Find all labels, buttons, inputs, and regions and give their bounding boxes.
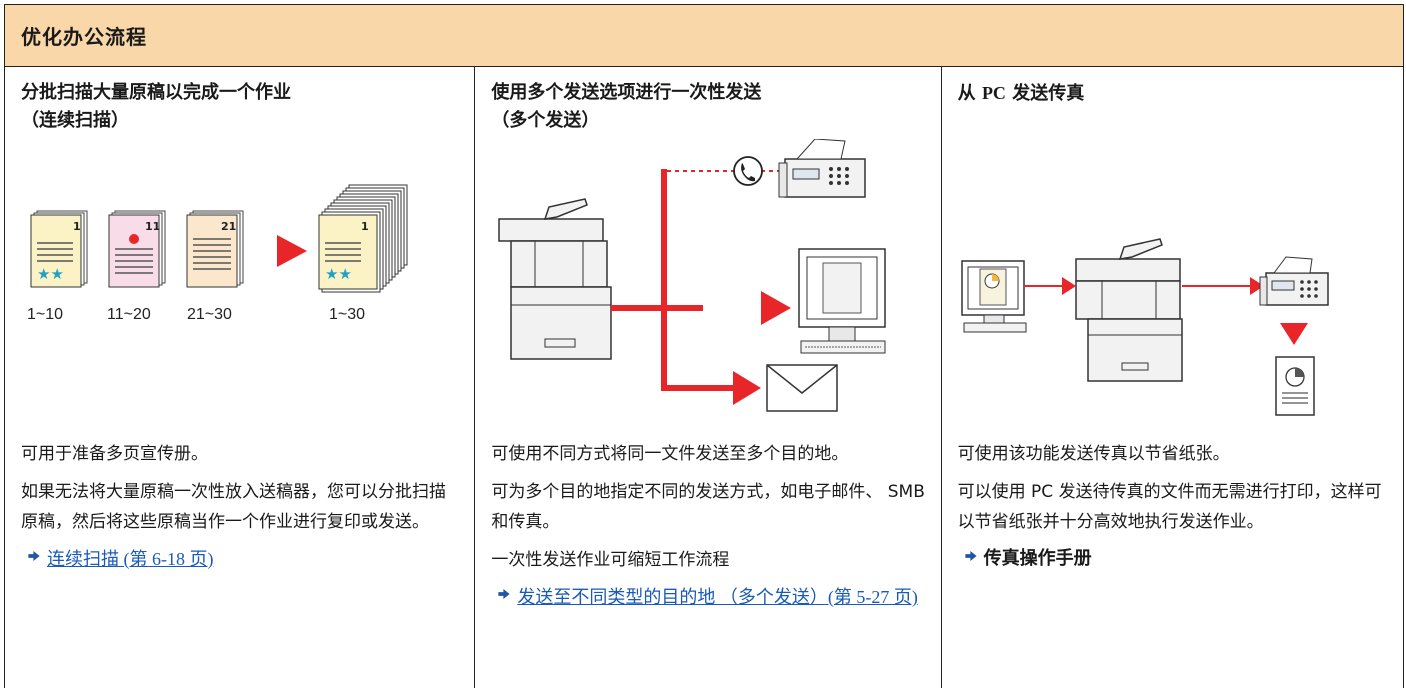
computer-monitor-icon (798, 248, 887, 354)
column-body: 可使用该功能发送传真以节省纸张。 可以使用 PC 发送待传真的文件而无需进行打印… (958, 439, 1389, 573)
svg-text:11: 11 (145, 220, 160, 233)
description-text: 如果无法将大量原稿一次性放入送稿器，您可以分批扫描原稿，然后将这些原稿当作一个作… (21, 482, 446, 532)
multi-sending-illustration (498, 139, 887, 412)
continuous-scan-link[interactable]: 连续扫描 (第 6-18 页) (47, 549, 214, 569)
document-page-icon (1274, 356, 1315, 416)
description-text: 可使用不同方式将同一文件发送至多个目的地。 (491, 444, 849, 464)
feature-table: 优化办公流程 分批扫描大量原稿以完成一个作业 （连续扫描） 1 (4, 4, 1404, 688)
column-continuous-scan: 分批扫描大量原稿以完成一个作业 （连续扫描） 1 ★★ (5, 67, 476, 688)
table-header: 优化办公流程 (5, 5, 1403, 67)
multifunction-printer-icon (1074, 238, 1183, 382)
arrow-right-icon (965, 551, 977, 561)
arrow-right-icon (1061, 277, 1076, 295)
page-range-label: 1~10 (27, 306, 63, 323)
description-text: 一次性发送作业可缩短工作流程 (491, 550, 730, 570)
computer-monitor-icon (960, 260, 1027, 333)
page-number: 1 (73, 220, 81, 233)
fax-machine-icon (778, 139, 867, 198)
multifunction-printer-icon (498, 198, 613, 360)
column-body: 可使用不同方式将同一文件发送至多个目的地。 可为多个目的地指定不同的发送方式，如… (491, 439, 926, 611)
description-text: 可使用该功能发送传真以节省纸张。 (957, 444, 1230, 464)
column-title: 使用多个发送选项进行一次性发送 （多个发送） (491, 82, 762, 131)
pc-fax-illustration (960, 238, 1329, 416)
multi-sending-link[interactable]: 发送至不同类型的目的地 （多个发送）(第 5-27 页) (517, 587, 918, 607)
combined-stack-icon: 1 ★★ (318, 184, 408, 293)
page-stack-icon: 11 (108, 210, 166, 288)
page-range-label: 21~30 (187, 306, 232, 323)
svg-text:★★: ★★ (325, 265, 352, 283)
page-stack-icon: 1 ★★ (30, 210, 88, 288)
description-text: 可以使用 PC 发送待传真的文件而无需进行打印，这样可以节省纸张并十分高效地执行… (957, 482, 1382, 532)
page-range-label: 1~30 (329, 306, 365, 323)
reference-link-row: 传真操作手册 (958, 545, 1389, 573)
description-text: 可用于准备多页宣传册。 (21, 444, 208, 464)
page-stack-icon: 21 (186, 210, 244, 288)
column-multi-sending: 使用多个发送选项进行一次性发送 （多个发送） (475, 67, 942, 688)
continuous-scan-illustration: 1 ★★ 11 (27, 184, 408, 323)
page-range-label: 11~20 (107, 306, 151, 323)
description-text: 可为多个目的地指定不同的发送方式，如电子邮件、 SMB 和传真。 (491, 482, 925, 532)
arrow-right-icon (28, 551, 40, 561)
column-pc-fax: 从 PC 发送传真 (942, 67, 1403, 688)
routing-arrows (611, 169, 792, 405)
column-title: 从 PC 发送传真 (957, 83, 1085, 104)
svg-text:21: 21 (221, 220, 236, 233)
reference-link-row: 发送至不同类型的目的地 （多个发送）(第 5-27 页) (491, 583, 926, 611)
svg-text:★★: ★★ (37, 265, 64, 283)
arrow-right-icon (277, 235, 307, 267)
reference-link-row: 连续扫描 (第 6-18 页) (21, 545, 460, 573)
fax-machine-icon (1259, 256, 1329, 306)
fax-manual-reference[interactable]: 传真操作手册 (983, 548, 1092, 569)
arrow-down-icon (1279, 323, 1308, 345)
arrow-right-icon (498, 589, 510, 599)
page-title: 优化办公流程 (21, 25, 147, 49)
column-body: 可用于准备多页宣传册。 如果无法将大量原稿一次性放入送稿器，您可以分批扫描原稿，… (21, 439, 460, 573)
column-title: 分批扫描大量原稿以完成一个作业 （连续扫描） (21, 82, 291, 131)
email-envelope-icon (766, 364, 839, 412)
svg-text:1: 1 (361, 220, 369, 233)
phone-icon (733, 156, 764, 186)
arrow-right-icon (1249, 277, 1264, 295)
